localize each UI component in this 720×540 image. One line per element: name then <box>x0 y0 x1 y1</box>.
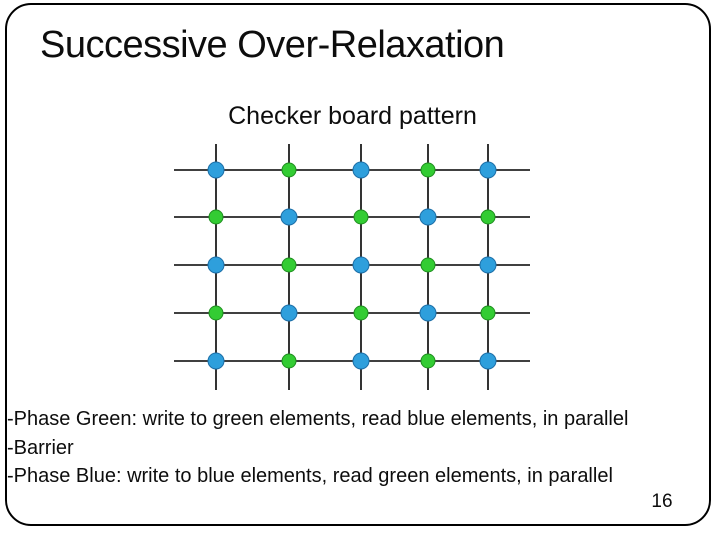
grid-node-green <box>420 162 436 178</box>
grid-node-green <box>281 353 297 369</box>
grid-node-green <box>208 209 224 225</box>
grid-node-blue <box>280 208 298 226</box>
grid-node-green <box>420 257 436 273</box>
grid-node-green <box>281 257 297 273</box>
grid-node-green <box>480 209 496 225</box>
notes-block: -Phase Green: write to green elements, r… <box>7 405 713 491</box>
note-phase-blue: -Phase Blue: write to blue elements, rea… <box>7 465 613 487</box>
grid-node-blue <box>479 256 497 274</box>
grid-node-blue <box>352 352 370 370</box>
slide-border <box>5 3 711 526</box>
grid-node-green <box>353 209 369 225</box>
page-number: 16 <box>651 491 673 512</box>
grid-node-blue <box>479 161 497 179</box>
grid-node-blue <box>280 304 298 322</box>
grid-node-green <box>480 305 496 321</box>
note-barrier: -Barrier <box>7 436 74 459</box>
grid-node-blue <box>352 161 370 179</box>
grid-node-blue <box>207 256 225 274</box>
diagram-caption: Checker board pattern <box>228 102 477 130</box>
grid-node-blue <box>352 256 370 274</box>
grid-node-blue <box>419 304 437 322</box>
grid-node-blue <box>207 161 225 179</box>
grid-node-blue <box>419 208 437 226</box>
grid-node-green <box>420 353 436 369</box>
page-title: Successive Over-Relaxation <box>40 24 505 66</box>
grid-node-blue <box>479 352 497 370</box>
grid-node-green <box>281 162 297 178</box>
grid-node-blue <box>207 352 225 370</box>
grid-node-green <box>353 305 369 321</box>
grid-node-green <box>208 305 224 321</box>
note-phase-green: -Phase Green: write to green elements, r… <box>7 408 629 430</box>
